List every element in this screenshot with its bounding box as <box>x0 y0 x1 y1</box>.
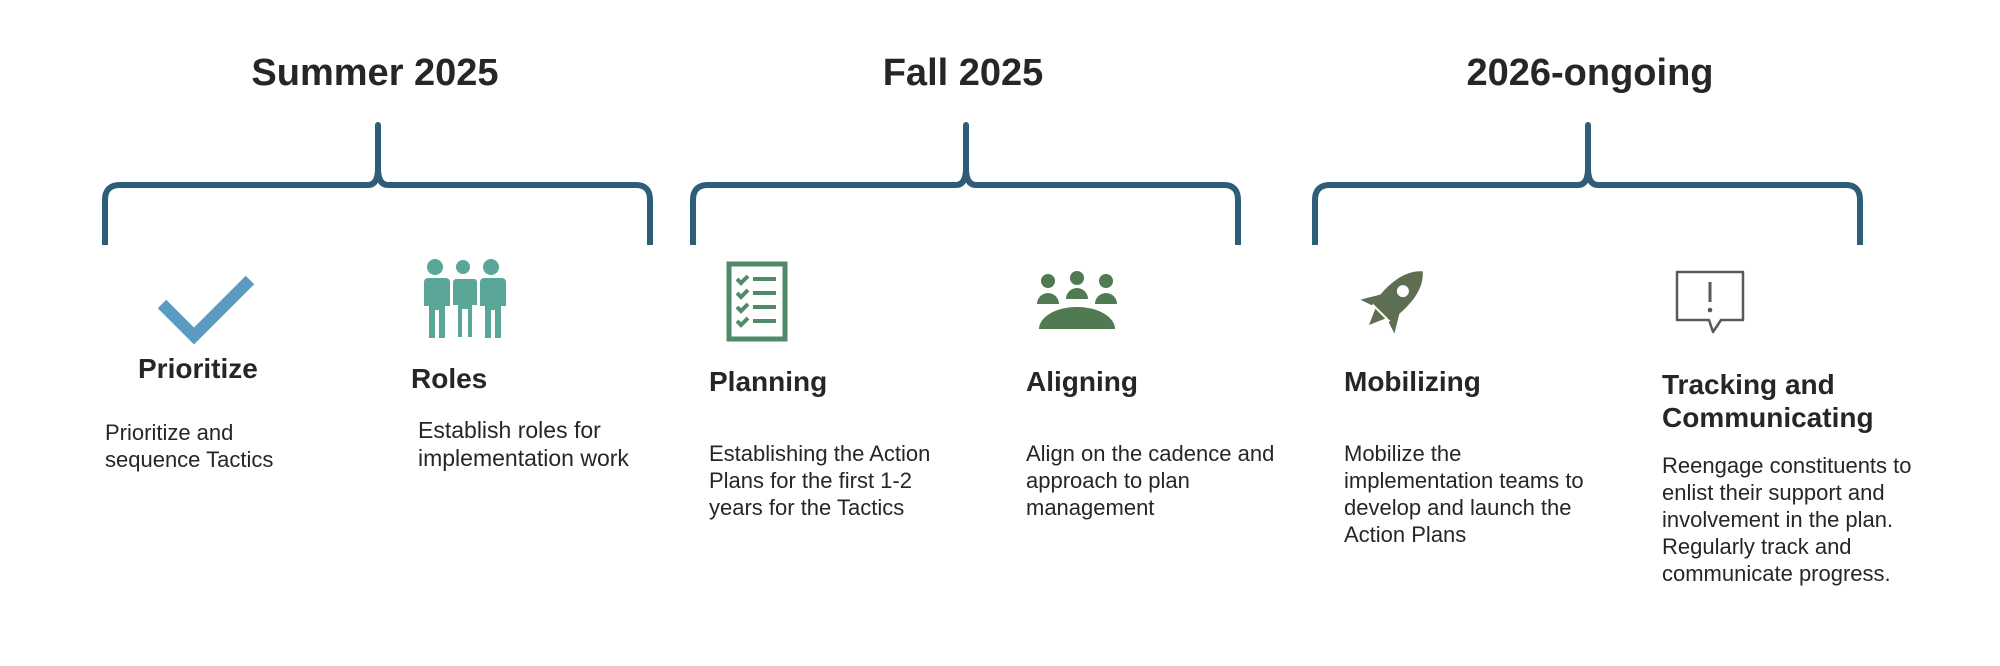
step-desc-roles: Establish roles for implementation work <box>418 417 629 471</box>
step-title-planning: Planning <box>709 366 828 397</box>
brace-2026-ongoing <box>1312 122 1863 245</box>
meeting-table-icon <box>1037 271 1117 329</box>
step-desc-aligning: Align on the cadence and approach to pla… <box>1026 441 1275 520</box>
phase-title-2026-ongoing: 2026-ongoing <box>1466 52 1714 94</box>
step-desc-prioritize: Prioritize and sequence Tactics <box>105 420 274 472</box>
step-desc-tracking: Reengage constituents to enlist their su… <box>1662 453 1912 586</box>
phase-title-fall-2025: Fall 2025 <box>882 52 1044 94</box>
step-title-tracking: Tracking and Communicating <box>1662 369 1874 433</box>
speech-bubble-alert-icon <box>1675 270 1745 334</box>
step-title-aligning: Aligning <box>1026 366 1138 397</box>
brace-fall-2025 <box>690 122 1241 245</box>
checkmark-icon <box>158 276 255 345</box>
step-title-mobilizing: Mobilizing <box>1344 366 1481 397</box>
step-desc-mobilizing: Mobilize the implementation teams to dev… <box>1344 441 1584 547</box>
rocket-icon <box>1360 271 1423 334</box>
brace-summer-2025 <box>102 122 653 245</box>
step-desc-planning: Establishing the Action Plans for the fi… <box>709 441 931 520</box>
phase-title-summer-2025: Summer 2025 <box>251 52 499 94</box>
step-title-prioritize: Prioritize <box>138 353 258 384</box>
step-title-roles: Roles <box>411 363 488 394</box>
people-group-icon <box>424 258 506 339</box>
checklist-icon <box>726 261 788 342</box>
